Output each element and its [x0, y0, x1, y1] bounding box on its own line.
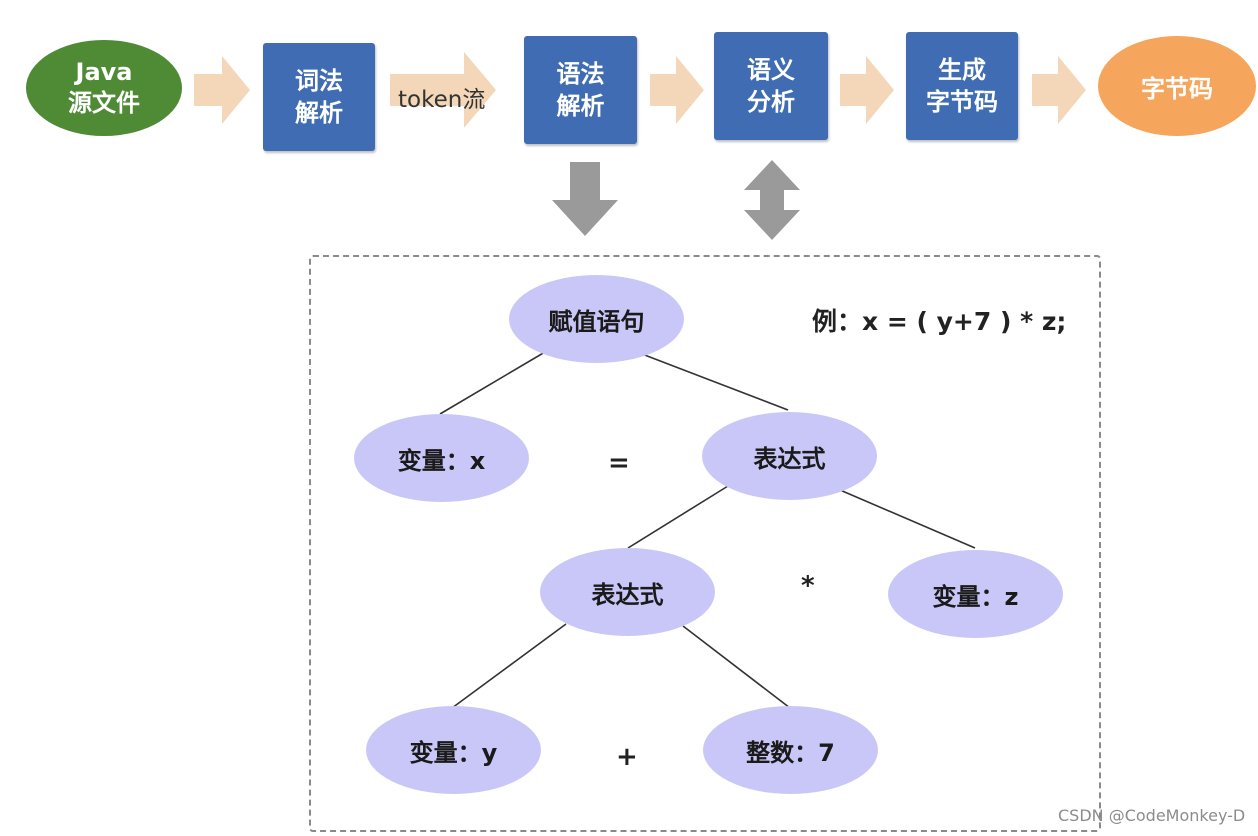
- watermark: CSDN @CodeMonkey-D: [1058, 806, 1246, 825]
- lexical-line1: 词法: [295, 66, 343, 95]
- semantic-line1: 语义: [747, 55, 795, 84]
- edge-root-expr: [641, 353, 789, 411]
- edge-expr-varz: [839, 489, 976, 549]
- generate-line2: 字节码: [926, 88, 998, 116]
- tree-node-assignment: 赋值语句: [509, 275, 684, 363]
- lexical-line2: 解析: [295, 99, 343, 127]
- tree-node-var-z: 变量：z: [888, 550, 1063, 638]
- edge-root-varx: [439, 351, 546, 415]
- operator-plus: +: [616, 742, 638, 772]
- semantic-line2: 分析: [747, 88, 795, 116]
- generate-bytecode-box: 生成 字节码: [906, 32, 1018, 140]
- semantic-analysis-box: 语义 分析: [714, 32, 828, 140]
- edge-expr-int7: [682, 625, 791, 709]
- generate-line1: 生成: [938, 55, 986, 84]
- syntax-analysis-box: 语法 解析: [524, 36, 637, 144]
- flow-arrow-1: [194, 56, 250, 124]
- flow-arrow-2: [650, 56, 704, 124]
- double-arrow-icon: [744, 160, 800, 240]
- edge-expr-expr: [627, 485, 729, 549]
- java-source-line1: Java: [75, 57, 133, 86]
- lexical-analysis-box: 词法 解析: [263, 43, 375, 151]
- bytecode-output-node: 字节码: [1098, 36, 1256, 136]
- token-stream-label: token流: [398, 87, 486, 113]
- flow-arrow-3: [840, 56, 894, 124]
- syntax-line1: 语法: [556, 59, 605, 88]
- tree-node-int-7: 整数：7: [703, 706, 878, 794]
- syntax-tree-frame: [309, 255, 1101, 832]
- operator-multiply: *: [801, 571, 815, 601]
- edge-expr-vary: [451, 623, 567, 709]
- example-expression: 例：x = ( y+7 ) * z;: [812, 307, 1067, 336]
- java-source-node: Java 源文件: [26, 40, 182, 136]
- tree-node-expression-inner: 表达式: [540, 548, 715, 636]
- tree-node-var-x: 变量：x: [354, 414, 529, 502]
- flow-arrow-4: [1032, 56, 1086, 124]
- tree-node-expression-top: 表达式: [702, 412, 877, 500]
- java-source-line2: 源文件: [68, 89, 140, 117]
- operator-equals: =: [608, 448, 630, 478]
- syntax-line2: 解析: [556, 92, 605, 120]
- down-arrow-icon: [552, 162, 618, 236]
- tree-node-var-y: 变量：y: [366, 706, 541, 794]
- flow-arrow-token: [390, 52, 496, 128]
